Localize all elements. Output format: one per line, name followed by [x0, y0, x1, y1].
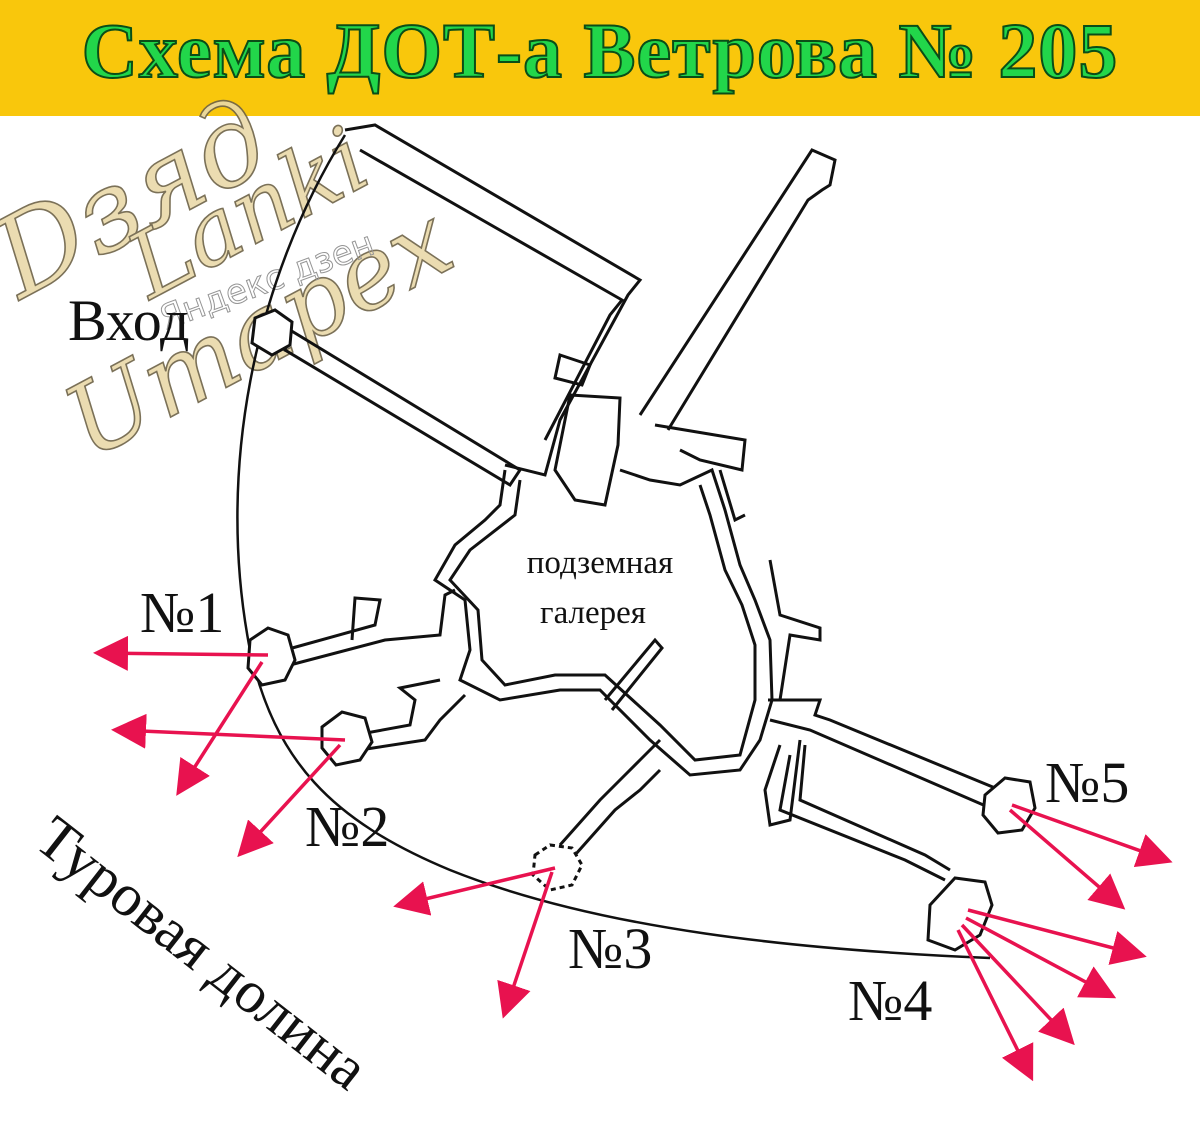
label-gallery-line2: галерея: [540, 595, 646, 631]
bunker-1: [246, 626, 297, 687]
arrow-4c: [960, 923, 1075, 1046]
arrow-3a: [393, 866, 556, 916]
arrow-5b: [1008, 808, 1126, 910]
arrow-4d: [956, 929, 1034, 1082]
arrow-2a: [111, 713, 346, 749]
label-point-3: №3: [568, 916, 652, 981]
label-point-5: №5: [1045, 750, 1129, 815]
label-point-2: №2: [305, 794, 389, 859]
arrow-2b: [237, 743, 342, 858]
label-point-1: №1: [140, 580, 224, 645]
title-banner: [0, 0, 1200, 116]
label-entrance: Вход: [68, 288, 190, 353]
tunnel-system: [283, 123, 1001, 882]
arrow-3b: [497, 871, 554, 1019]
bunker-entrance: [250, 308, 294, 357]
label-gallery-line1: подземная: [527, 545, 673, 581]
sector-boundary: [236, 134, 991, 960]
page-title: Схема ДОТ-а Ветрова № 205: [81, 6, 1119, 95]
arrow-5a: [1011, 803, 1173, 868]
arrow-4a: [967, 908, 1147, 965]
arrow-4b: [965, 916, 1117, 999]
bunker-4: [926, 876, 994, 952]
bunker-3: [531, 843, 584, 892]
label-point-4: №4: [848, 968, 932, 1033]
arrow-1b: [176, 661, 264, 796]
firing-arrows: [93, 635, 1173, 1082]
arrow-1a: [93, 635, 269, 671]
